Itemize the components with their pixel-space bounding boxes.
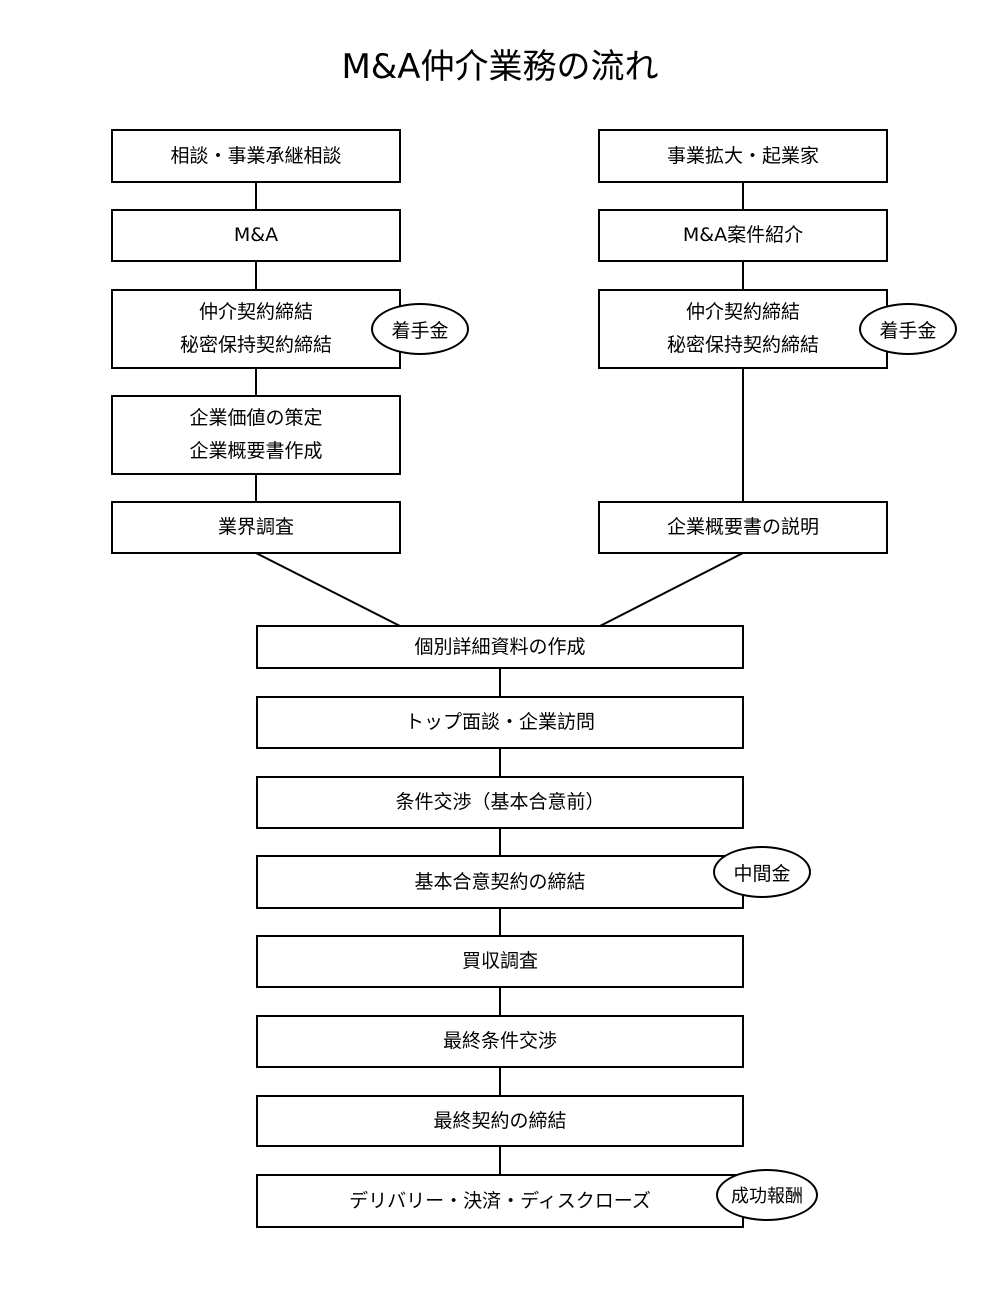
left-step-5: 業界調査: [111, 501, 401, 554]
step-label: 買収調査: [461, 950, 538, 972]
center-step-5: 買収調査: [256, 935, 744, 988]
connector: [255, 552, 401, 627]
fee-label: 着手金: [391, 319, 449, 342]
step-label: 基本合意契約の締結: [414, 870, 586, 893]
step-label: 企業概要書作成: [189, 440, 323, 462]
success-fee-oval: 成功報酬: [716, 1169, 818, 1221]
step-label: 企業概要書の説明: [666, 516, 819, 538]
center-step-1: 個別詳細資料の作成: [256, 625, 744, 669]
center-step-7: 最終契約の締結: [256, 1095, 744, 1147]
step-label: デリバリー・決済・ディスクローズ: [349, 1189, 651, 1212]
right-step-4: 企業概要書の説明: [598, 501, 888, 554]
fee-label: 成功報酬: [731, 1186, 803, 1207]
right-step-3: 仲介契約締結 秘密保持契約締結: [598, 289, 888, 369]
step-label: 仲介契約締結: [685, 301, 800, 323]
step-label: M&A: [233, 224, 279, 246]
step-label: 条件交渉（基本合意前）: [395, 791, 605, 813]
right-retainer-fee-oval: 着手金: [859, 303, 957, 355]
step-label: 秘密保持契約締結: [179, 334, 332, 356]
fee-label: 中間金: [733, 862, 791, 885]
step-label: 相談・事業承継相談: [170, 144, 342, 167]
center-step-6: 最終条件交渉: [256, 1015, 744, 1068]
center-step-2: トップ面談・企業訪問: [256, 696, 744, 749]
right-step-1: 事業拡大・起業家: [598, 129, 888, 183]
connector: [599, 552, 744, 627]
center-step-4: 基本合意契約の締結: [256, 855, 744, 909]
right-step-2: M&A案件紹介: [598, 209, 888, 262]
left-retainer-fee-oval: 着手金: [371, 303, 469, 355]
step-label: 企業価値の策定: [189, 407, 323, 429]
step-label: 仲介契約締結: [198, 301, 313, 323]
fee-label: 着手金: [879, 319, 937, 342]
step-label: 最終契約の締結: [433, 1109, 567, 1132]
step-label: 個別詳細資料の作成: [414, 635, 586, 658]
center-step-3: 条件交渉（基本合意前）: [256, 776, 744, 829]
step-label: 秘密保持契約締結: [666, 334, 819, 356]
interim-fee-oval: 中間金: [713, 846, 811, 898]
left-step-2: M&A: [111, 209, 401, 262]
step-label: 業界調査: [217, 516, 294, 538]
left-step-1: 相談・事業承継相談: [111, 129, 401, 183]
left-step-3: 仲介契約締結 秘密保持契約締結: [111, 289, 401, 369]
diagram-title: M&A仲介業務の流れ: [341, 47, 659, 87]
step-label: M&A案件紹介: [682, 224, 804, 246]
center-step-8: デリバリー・決済・ディスクローズ: [256, 1174, 744, 1228]
step-label: 事業拡大・起業家: [666, 144, 819, 167]
step-label: トップ面談・企業訪問: [404, 711, 595, 733]
step-label: 最終条件交渉: [442, 1030, 557, 1052]
left-step-4: 企業価値の策定 企業概要書作成: [111, 395, 401, 475]
